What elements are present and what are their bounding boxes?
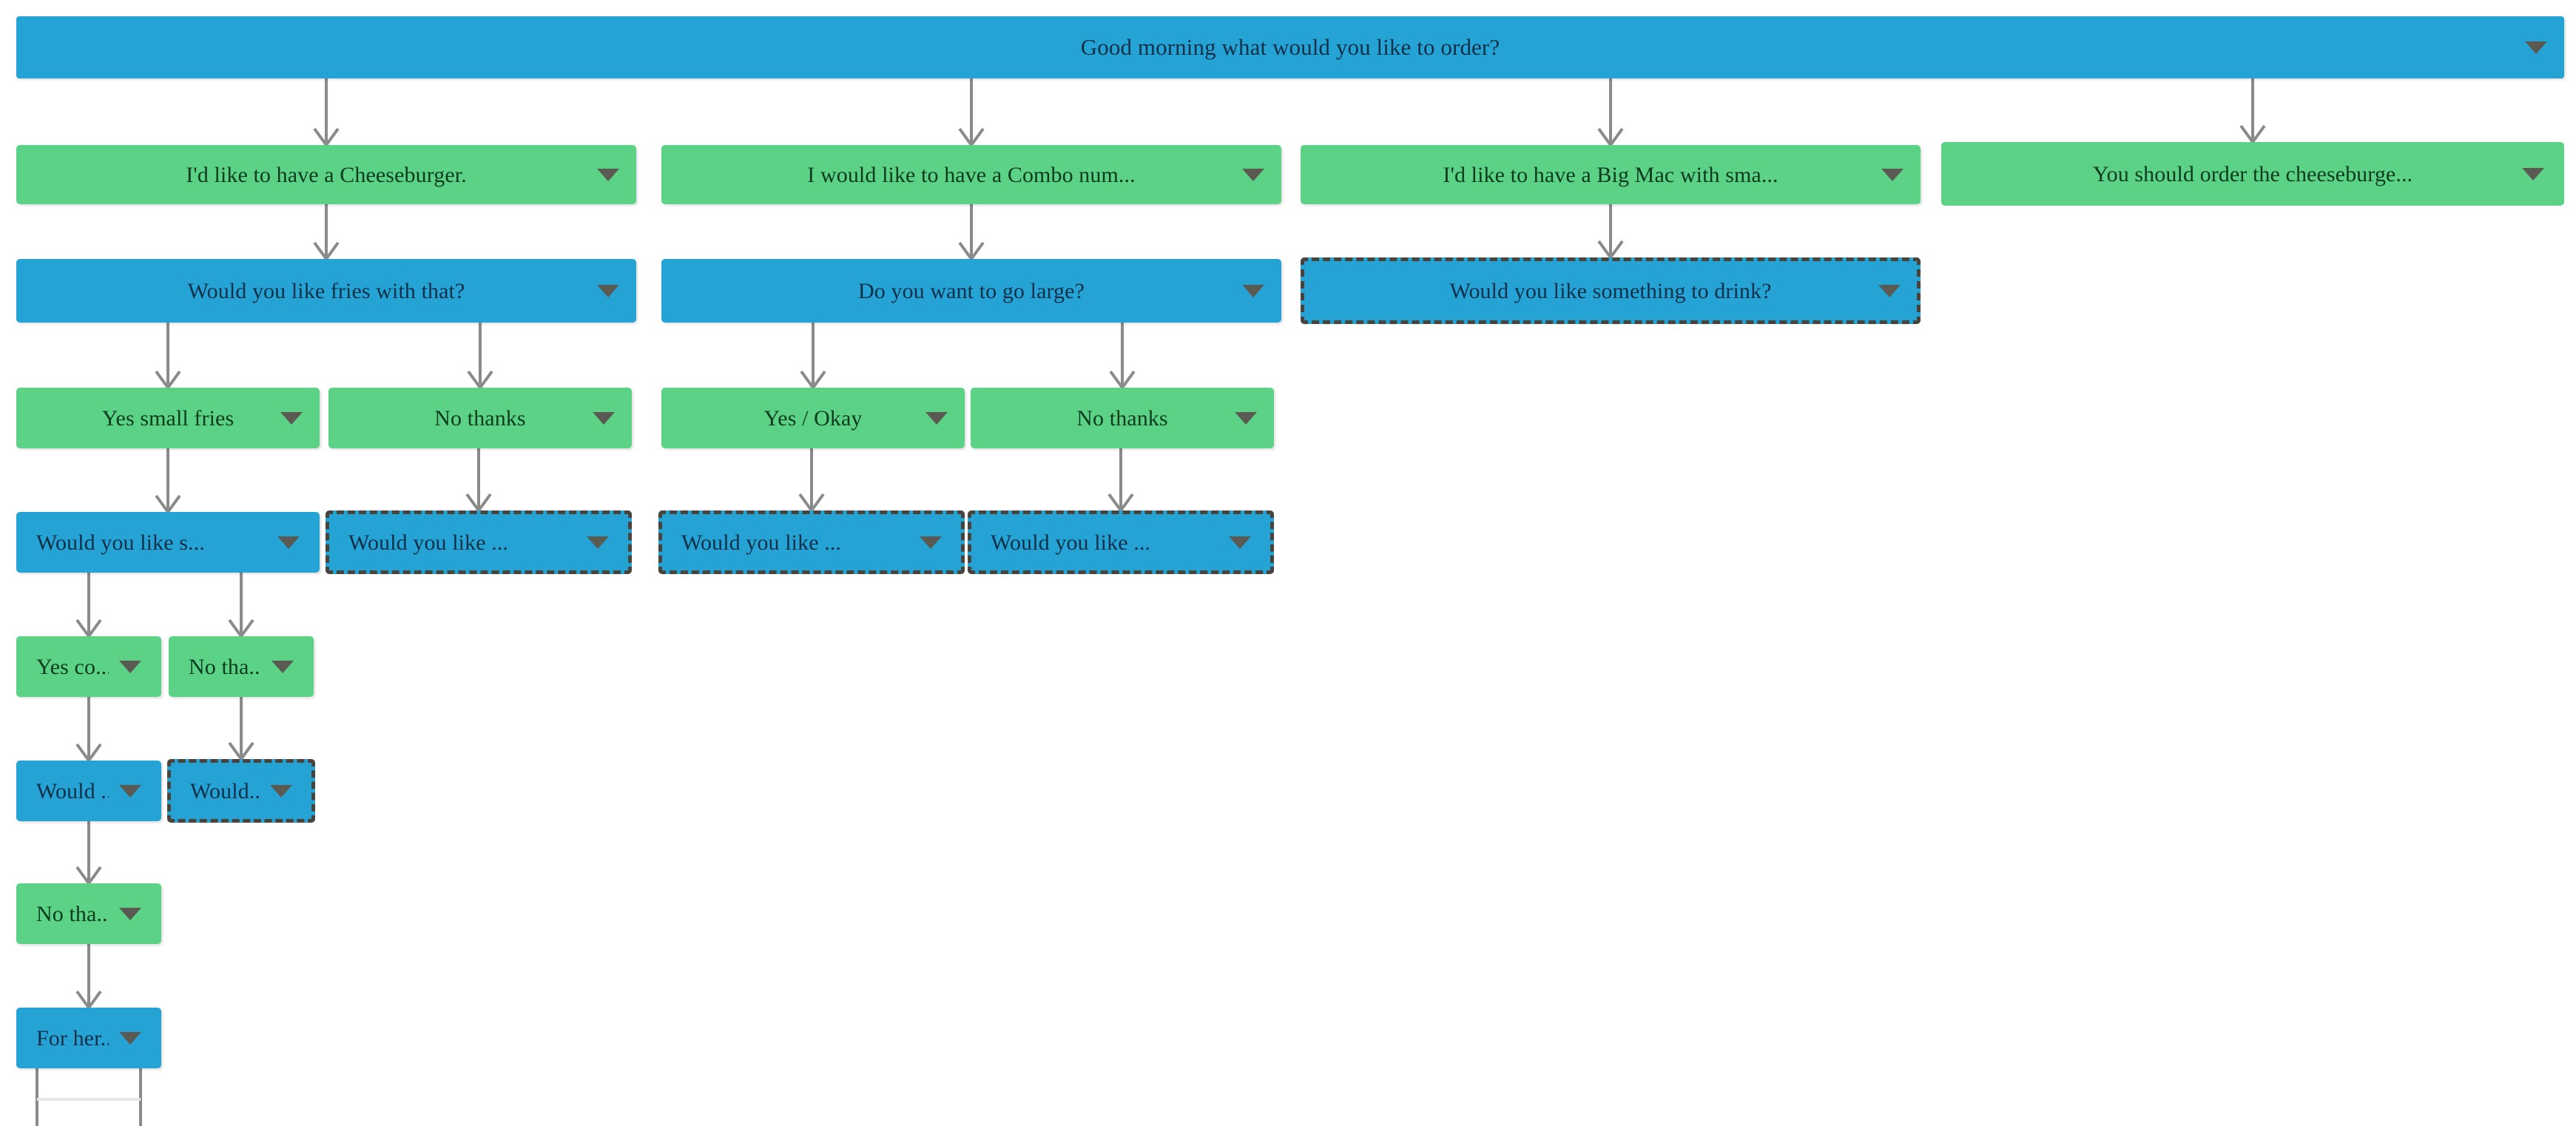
dialogue-node-r1c3[interactable]: I'd like to have a Big Mac with sma... <box>1301 145 1921 204</box>
dialogue-node-r3c3[interactable]: Yes / Okay <box>661 388 965 448</box>
chevron-down-icon[interactable] <box>593 411 615 425</box>
dialogue-node-r1c2[interactable]: I would like to have a Combo num... <box>661 145 1281 204</box>
dialogue-node-r2c2[interactable]: Do you want to go large? <box>661 259 1281 323</box>
chevron-down-icon[interactable] <box>1229 536 1251 549</box>
chevron-down-icon[interactable] <box>597 168 619 181</box>
dialogue-node-r1c1[interactable]: I'd like to have a Cheeseburger. <box>16 145 636 204</box>
dialogue-node-r1c4[interactable]: You should order the cheeseburge... <box>1941 142 2564 206</box>
chevron-down-icon[interactable] <box>1235 411 1257 425</box>
dialogue-node-label: Would you like ... <box>348 530 509 555</box>
dialogue-node-r7c1[interactable]: No tha... <box>16 883 161 944</box>
dialogue-node-r3c4[interactable]: No thanks <box>971 388 1274 448</box>
chevron-down-icon[interactable] <box>280 411 303 425</box>
dialogue-node-label: I would like to have a Combo num... <box>807 162 1136 187</box>
chevron-down-icon[interactable] <box>1878 284 1901 297</box>
chevron-down-icon[interactable] <box>277 536 300 549</box>
dialogue-node-label: Would you like ... <box>681 530 842 555</box>
dialogue-node-r4c3[interactable]: Would you like ... <box>658 510 965 574</box>
dialogue-node-label: You should order the cheeseburge... <box>2092 161 2413 186</box>
dialogue-node-label: I'd like to have a Cheeseburger. <box>186 162 467 187</box>
dialogue-node-label: I'd like to have a Big Mac with sma... <box>1443 162 1778 187</box>
dialogue-node-r6c1[interactable]: Would ... <box>16 761 161 821</box>
dialogue-node-r5c1[interactable]: Yes co... <box>16 636 161 697</box>
chevron-down-icon[interactable] <box>270 784 292 798</box>
dialogue-node-r5c2[interactable]: No tha... <box>169 636 314 697</box>
dialogue-node-r6c2[interactable]: Would... <box>167 759 315 823</box>
dialogue-node-label: Yes co... <box>36 654 109 679</box>
chevron-down-icon[interactable] <box>2522 167 2544 181</box>
chevron-down-icon[interactable] <box>119 660 141 673</box>
dialogue-node-r4c1[interactable]: Would you like s... <box>16 512 320 573</box>
dialogue-node-label: Would you like s... <box>36 530 205 555</box>
dialogue-node-label: Would you like something to drink? <box>1449 278 1772 303</box>
chevron-down-icon[interactable] <box>2525 41 2547 54</box>
chevron-down-icon[interactable] <box>587 536 609 549</box>
dialogue-node-label: Yes / Okay <box>763 405 863 431</box>
dialogue-node-label: No tha... <box>36 901 109 926</box>
dialogue-node-label: For her... <box>36 1025 109 1051</box>
dialogue-node-r4c2[interactable]: Would you like ... <box>326 510 632 574</box>
chevron-down-icon[interactable] <box>1242 284 1264 297</box>
chevron-down-icon[interactable] <box>119 907 141 920</box>
dialogue-node-r2c3[interactable]: Would you like something to drink? <box>1301 257 1921 324</box>
chevron-down-icon[interactable] <box>1881 168 1904 181</box>
chevron-down-icon[interactable] <box>925 411 948 425</box>
dialogue-node-r2c1[interactable]: Would you like fries with that? <box>16 259 636 323</box>
dialogue-node-label: Would ... <box>36 778 109 803</box>
dialogue-node-label: Do you want to go large? <box>858 278 1085 303</box>
dialogue-node-r3c2[interactable]: No thanks <box>328 388 632 448</box>
dialogue-node-label: No thanks <box>1076 405 1168 431</box>
chevron-down-icon[interactable] <box>119 1031 141 1045</box>
chevron-down-icon[interactable] <box>920 536 942 549</box>
dialogue-node-label: Would... <box>190 778 260 803</box>
dialogue-node-label: Would you like fries with that? <box>187 278 465 303</box>
chevron-down-icon[interactable] <box>1242 168 1264 181</box>
dialogue-node-r4c4[interactable]: Would you like ... <box>968 510 1274 574</box>
dialogue-node-r3c1[interactable]: Yes small fries <box>16 388 320 448</box>
dialogue-node-label: Yes small fries <box>101 405 235 431</box>
dialogue-node-label: No tha... <box>189 654 261 679</box>
chevron-down-icon[interactable] <box>597 284 619 297</box>
dialogue-node-r8c1[interactable]: For her... <box>16 1008 161 1068</box>
dialogue-node-label: No thanks <box>434 405 526 431</box>
dialogue-node-label: Would you like ... <box>991 530 1151 555</box>
dialogue-node-root[interactable]: Good morning what would you like to orde… <box>16 16 2564 78</box>
chevron-down-icon[interactable] <box>272 660 294 673</box>
chevron-down-icon[interactable] <box>119 784 141 798</box>
dialogue-node-label: Good morning what would you like to orde… <box>1080 34 1500 60</box>
